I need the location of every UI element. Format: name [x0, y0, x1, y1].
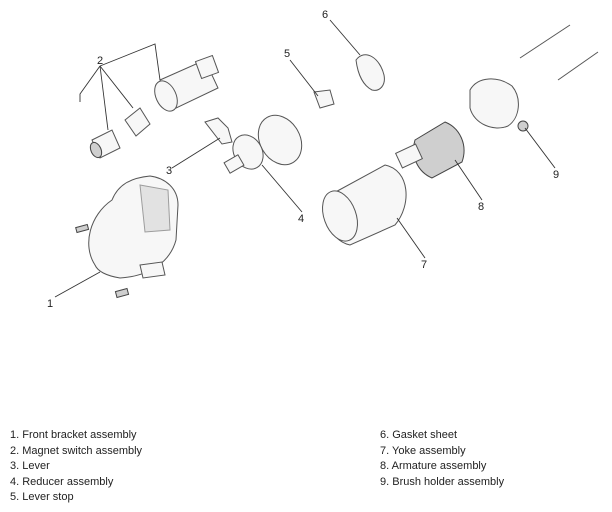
legend-item-7: 7. Yoke assembly: [380, 444, 466, 457]
gasket-sheet: [329, 19, 385, 91]
legend-item-3: 3. Lever: [10, 460, 50, 472]
lever-stop: [289, 59, 335, 109]
legend-item-6: 6. Gasket sheet: [380, 429, 458, 441]
callout-2: 2: [97, 55, 103, 67]
legend-item-8: 8. Armature assembly: [380, 460, 487, 472]
legend-right-column: 6. Gasket sheet 7. Yoke assembly 8. Arma…: [380, 428, 504, 490]
legend-item-5: 5. Lever stop: [10, 491, 74, 503]
legend-left-column: 1. Front bracket assembly 2. Magnet swit…: [10, 428, 142, 506]
armature-assembly: [394, 121, 483, 201]
legend-item-2: 2. Magnet switch assembly: [10, 444, 143, 457]
callout-7: 7: [421, 259, 427, 271]
legend-item-9: 9. Brush holder assembly: [380, 475, 505, 488]
brush-holder-assembly: [469, 24, 599, 169]
yoke-assembly: [322, 164, 426, 259]
callout-4: 4: [298, 213, 304, 225]
reducer-assembly: [223, 114, 303, 213]
callout-9: 9: [553, 169, 559, 181]
callout-1: 1: [47, 298, 53, 310]
callout-5: 5: [284, 48, 290, 60]
front-bracket-assembly: [54, 175, 179, 299]
exploded-view-diagram: 1 2 3 4 5 6 7 8 9: [47, 9, 599, 310]
callout-6: 6: [322, 9, 328, 21]
lever: [171, 117, 233, 169]
legend-item-4: 4. Reducer assembly: [10, 475, 114, 488]
callout-3: 3: [166, 165, 172, 177]
legend-item-1: 1. Front bracket assembly: [10, 429, 137, 441]
callout-8: 8: [478, 201, 484, 213]
magnet-switch-assembly: [79, 43, 220, 159]
